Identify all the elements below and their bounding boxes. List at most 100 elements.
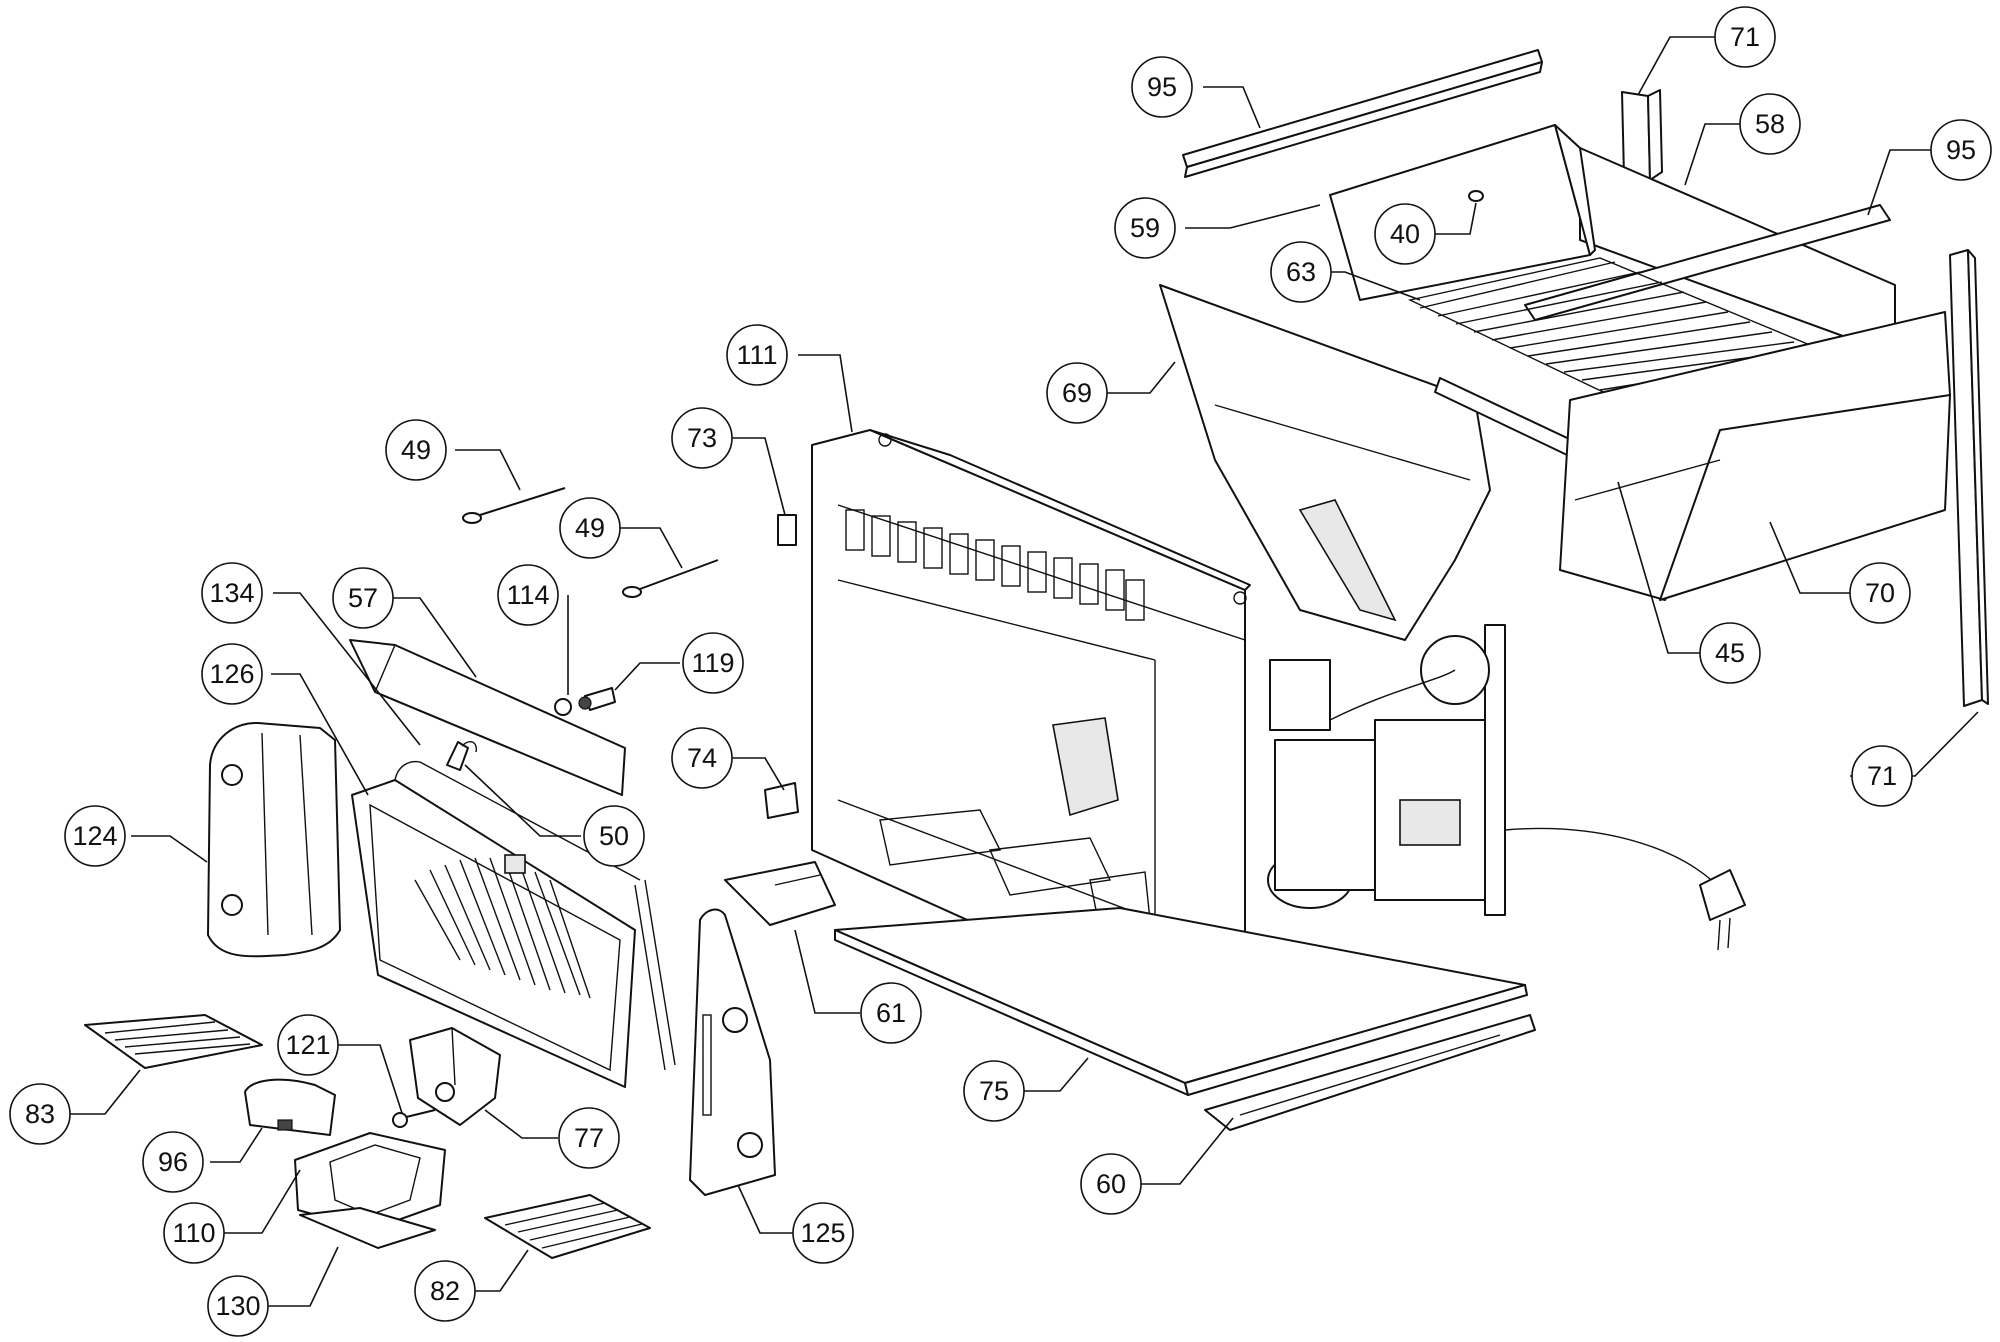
part-cover-96 bbox=[244, 1078, 336, 1136]
callout-50-label: 50 bbox=[599, 821, 629, 851]
callout-111-label: 111 bbox=[736, 340, 777, 370]
callout-126-label: 126 bbox=[209, 659, 254, 689]
callout-114-label: 114 bbox=[506, 580, 549, 610]
callout-96: 96 bbox=[142, 1131, 204, 1193]
callout-70-label: 70 bbox=[1865, 578, 1895, 608]
leader-57 bbox=[393, 597, 477, 678]
callout-125-label: 125 bbox=[800, 1218, 845, 1248]
callout-49a: 49 bbox=[385, 419, 447, 481]
part-bracket-71-upper bbox=[1621, 89, 1663, 181]
part-gasket-130 bbox=[299, 1207, 436, 1249]
callout-77-label: 77 bbox=[574, 1123, 604, 1153]
part-rail-95-left bbox=[1182, 49, 1543, 178]
part-vent-strip-61 bbox=[724, 861, 836, 926]
callout-75-label: 75 bbox=[979, 1076, 1009, 1106]
leader-49b bbox=[619, 527, 683, 569]
callout-82-label: 82 bbox=[430, 1276, 460, 1306]
leader-125 bbox=[737, 1184, 793, 1234]
leader-121 bbox=[338, 1044, 403, 1114]
callout-95a: 95 bbox=[1131, 56, 1193, 118]
part-hinge-77 bbox=[409, 1027, 501, 1126]
leader-95a bbox=[1203, 86, 1261, 129]
callout-121: 121 bbox=[277, 1014, 339, 1076]
callout-71b-label: 71 bbox=[1867, 761, 1897, 791]
callout-134: 134 bbox=[201, 562, 263, 624]
callout-61: 61 bbox=[860, 982, 922, 1044]
leader-75 bbox=[1024, 1057, 1089, 1092]
leader-60 bbox=[1141, 1117, 1234, 1185]
part-bracket-71-right bbox=[1949, 249, 1989, 707]
callout-60: 60 bbox=[1080, 1153, 1142, 1215]
callout-60-label: 60 bbox=[1096, 1169, 1126, 1199]
leader-83 bbox=[68, 1069, 141, 1115]
leader-130 bbox=[268, 1246, 339, 1307]
part-firebox-111 bbox=[811, 429, 1251, 1031]
callout-83: 83 bbox=[9, 1083, 71, 1145]
part-hopper-side-69 bbox=[1159, 284, 1491, 641]
callout-49b-label: 49 bbox=[575, 513, 605, 543]
callout-111: 111 bbox=[726, 324, 788, 386]
callout-119: 119 bbox=[682, 632, 744, 694]
callout-74: 74 bbox=[671, 727, 733, 789]
callout-45: 45 bbox=[1699, 622, 1761, 684]
callout-77: 77 bbox=[558, 1107, 620, 1169]
callout-126: 126 bbox=[201, 643, 263, 705]
callout-59-label: 59 bbox=[1130, 213, 1160, 243]
part-deflector-57 bbox=[349, 639, 626, 796]
callout-70: 70 bbox=[1849, 562, 1911, 624]
part-door-126 bbox=[351, 760, 676, 1088]
part-pin-121 bbox=[392, 1109, 436, 1128]
leader-96 bbox=[210, 1127, 263, 1163]
callout-96-label: 96 bbox=[158, 1147, 188, 1177]
callout-63: 63 bbox=[1270, 241, 1332, 303]
callout-110-label: 110 bbox=[172, 1218, 215, 1248]
callout-125: 125 bbox=[792, 1202, 854, 1264]
part-base-75 bbox=[834, 907, 1528, 1096]
callout-73: 73 bbox=[671, 407, 733, 469]
callout-59: 59 bbox=[1114, 197, 1176, 259]
leader-77 bbox=[484, 1109, 558, 1139]
callout-71a-label: 71 bbox=[1730, 22, 1760, 52]
leader-82 bbox=[471, 1249, 529, 1292]
part-blower-electronics bbox=[1267, 624, 1746, 951]
callout-95a-label: 95 bbox=[1147, 72, 1177, 102]
part-tray-83 bbox=[84, 1014, 263, 1069]
leader-71a bbox=[1637, 36, 1715, 96]
part-pin-49b bbox=[622, 559, 719, 598]
callout-61-label: 61 bbox=[876, 998, 906, 1028]
callout-50: 50 bbox=[583, 805, 645, 867]
callout-63-label: 63 bbox=[1286, 257, 1316, 287]
part-side-cover-124 bbox=[207, 721, 341, 958]
leader-74 bbox=[732, 757, 785, 791]
callout-124-label: 124 bbox=[72, 821, 117, 851]
part-washer-114 bbox=[554, 698, 572, 716]
part-side-cover-125 bbox=[689, 908, 776, 1196]
callout-49a-label: 49 bbox=[401, 435, 431, 465]
leader-40 bbox=[1435, 202, 1477, 235]
callout-73-label: 73 bbox=[687, 423, 717, 453]
callout-95b-label: 95 bbox=[1946, 135, 1976, 165]
callout-119-label: 119 bbox=[691, 648, 734, 678]
callout-95b: 95 bbox=[1930, 119, 1992, 181]
part-tray-82 bbox=[484, 1194, 651, 1259]
leader-70 bbox=[1769, 521, 1850, 594]
leader-110 bbox=[224, 1169, 301, 1234]
callout-74-label: 74 bbox=[687, 743, 717, 773]
leader-124 bbox=[131, 835, 208, 863]
callout-71a: 71 bbox=[1714, 6, 1776, 68]
callout-40-label: 40 bbox=[1390, 219, 1420, 249]
callout-57-label: 57 bbox=[348, 583, 378, 613]
leader-50 bbox=[464, 764, 581, 837]
callout-69: 69 bbox=[1046, 362, 1108, 424]
callout-134-label: 134 bbox=[209, 578, 254, 608]
leader-69 bbox=[1107, 361, 1176, 394]
part-hopper-side-70 bbox=[1559, 311, 1951, 601]
leader-134 bbox=[273, 592, 421, 746]
callout-58-label: 58 bbox=[1755, 109, 1785, 139]
callout-75: 75 bbox=[963, 1060, 1025, 1122]
callout-82: 82 bbox=[414, 1260, 476, 1322]
callout-110: 110 bbox=[163, 1202, 225, 1264]
callout-130-label: 130 bbox=[215, 1291, 260, 1321]
part-vent-strip-60 bbox=[1204, 1014, 1536, 1131]
